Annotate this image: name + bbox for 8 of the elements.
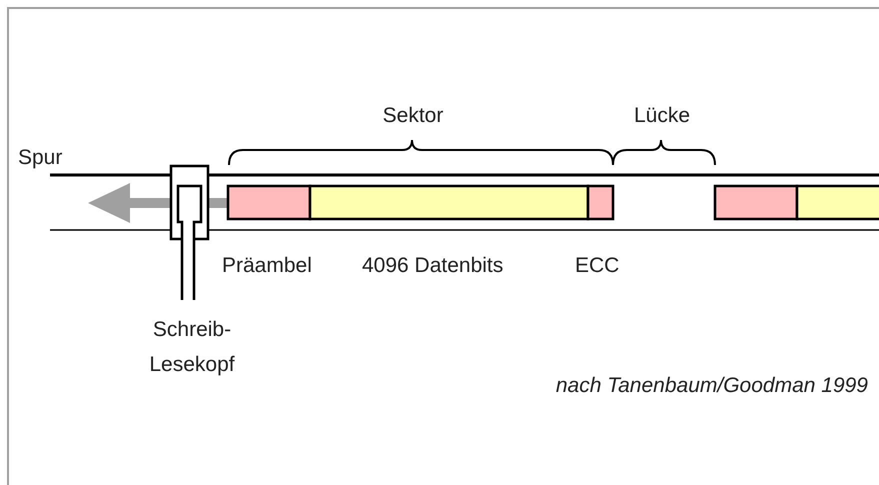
part-label: Spur <box>18 145 62 171</box>
part-label: 4096 Datenbits <box>362 253 504 279</box>
part-label: Lücke <box>634 103 690 129</box>
part-label: Sektor <box>382 103 444 129</box>
part-label: Präambel <box>222 253 312 279</box>
part-label: Schreib- Lesekopf <box>148 317 236 378</box>
part-label: ECC <box>575 253 620 279</box>
source-note: nach Tanenbaum/Goodman 1999 <box>556 373 868 399</box>
